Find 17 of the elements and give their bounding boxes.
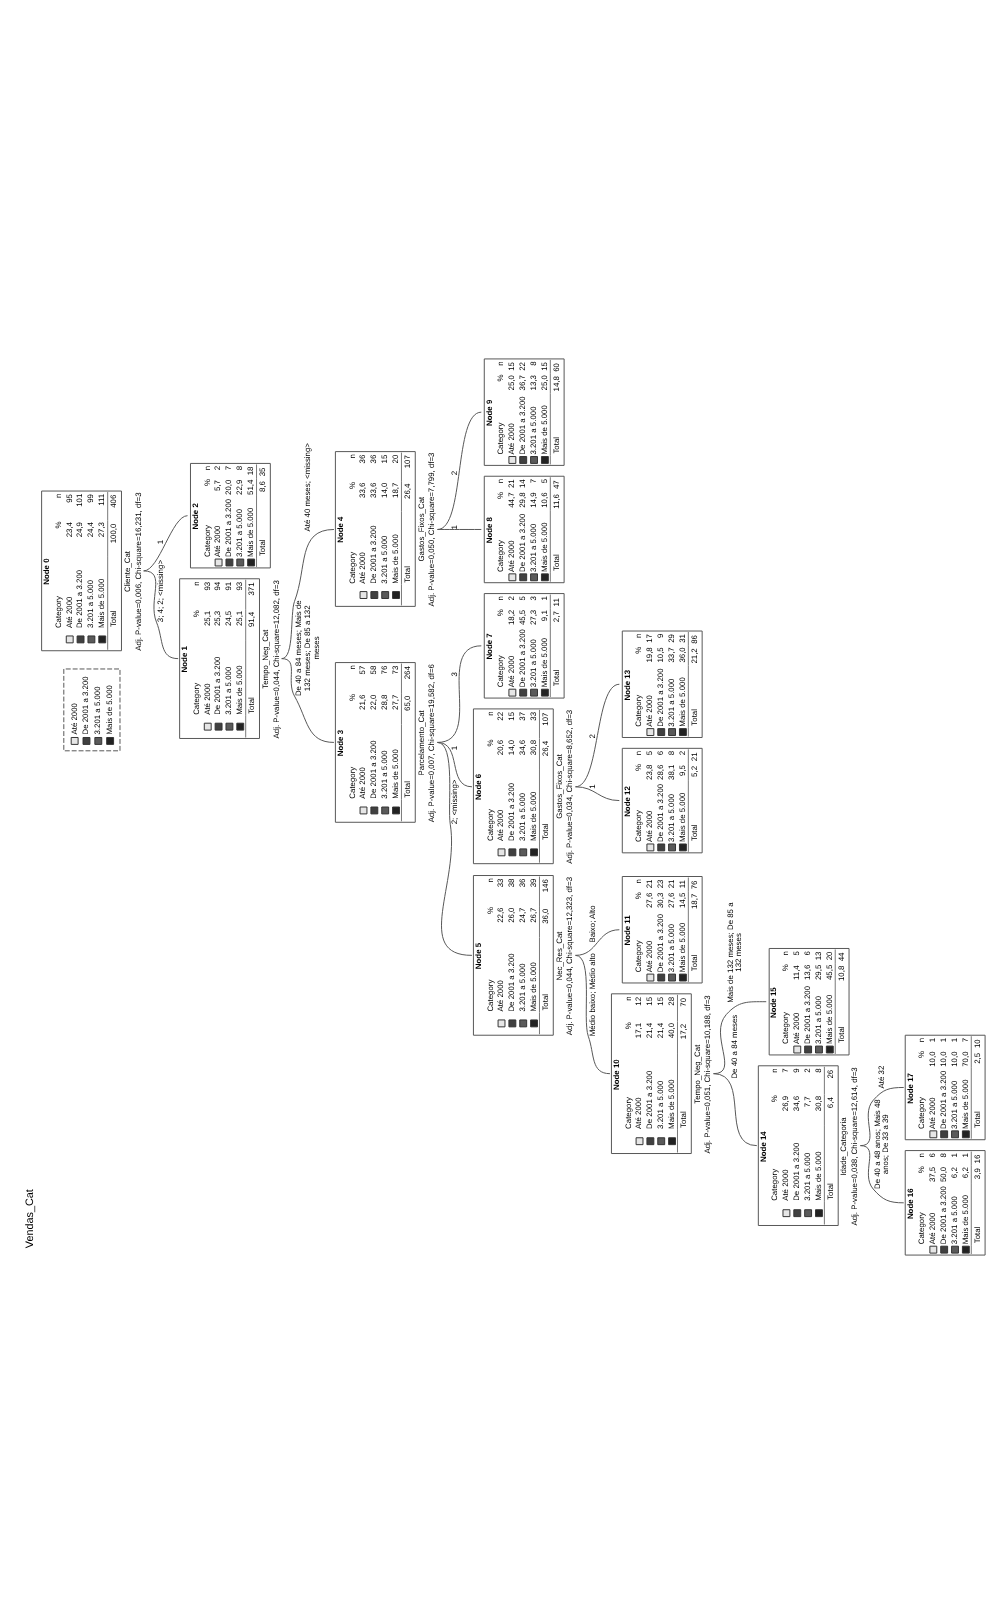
connector <box>574 785 620 801</box>
connector <box>436 410 482 529</box>
connector <box>574 928 620 955</box>
connector <box>436 644 482 742</box>
connector <box>436 740 473 787</box>
connector <box>574 682 620 787</box>
connector <box>713 1072 758 1146</box>
connector <box>281 528 335 659</box>
connector <box>574 953 611 1074</box>
connector <box>281 657 335 742</box>
connector <box>859 1086 905 1146</box>
connector <box>713 1000 767 1074</box>
connector <box>859 1144 905 1203</box>
connector <box>436 528 482 529</box>
connector <box>143 569 179 659</box>
connector <box>143 514 189 571</box>
connector <box>436 740 473 955</box>
